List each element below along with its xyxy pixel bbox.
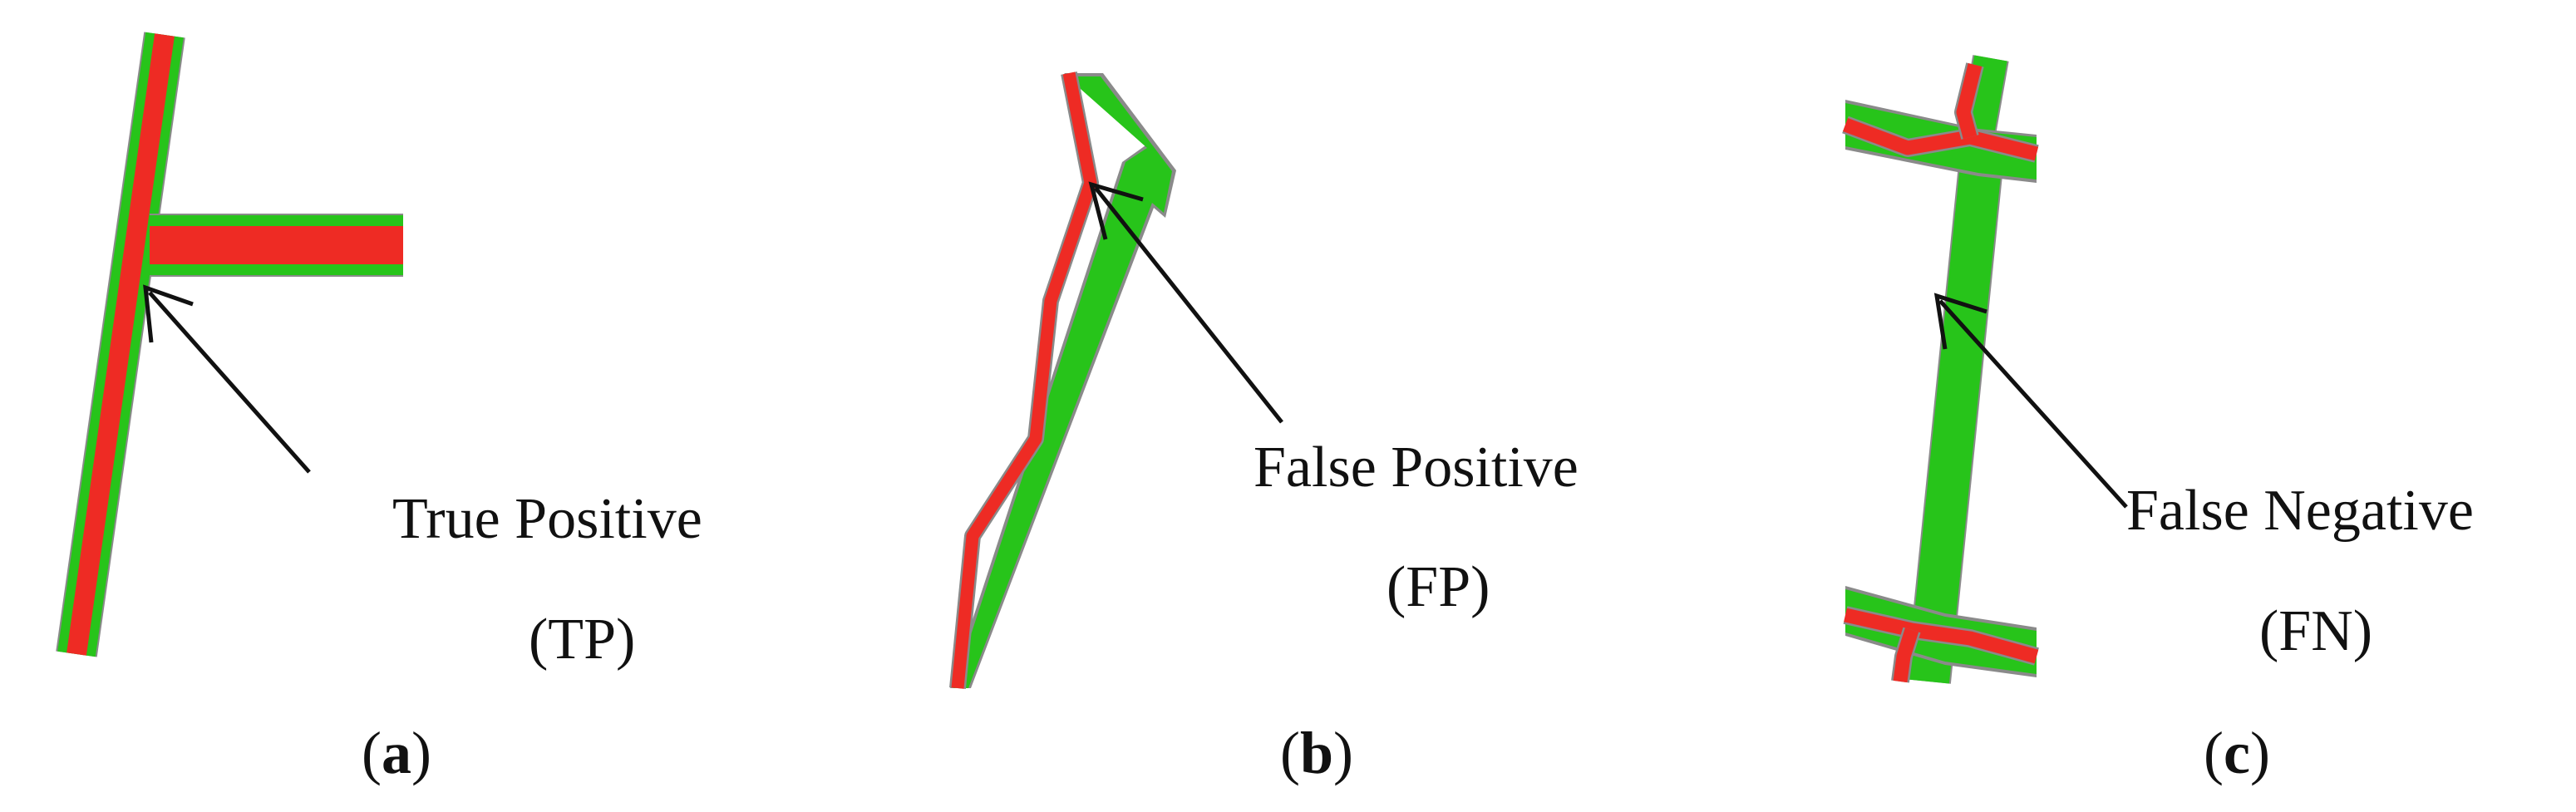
subfigure-label-c: (c) bbox=[2204, 723, 2270, 783]
sub-b-close: ) bbox=[1333, 720, 1354, 786]
arrow-a bbox=[143, 284, 311, 474]
subfigure-label-a: (a) bbox=[362, 723, 431, 783]
true-positive-label: True Positive bbox=[392, 487, 702, 551]
panel-c: False Negative (FN) (c) bbox=[1704, 0, 2576, 812]
panel-a-road-drawing bbox=[56, 32, 403, 657]
sub-c-open: ( bbox=[2204, 720, 2224, 786]
false-negative-abbreviation: (FN) bbox=[2259, 599, 2373, 663]
sub-b-open: ( bbox=[1280, 720, 1300, 786]
false-negative-label: False Negative bbox=[2126, 479, 2474, 543]
reference-road-b bbox=[950, 73, 1176, 688]
sub-a-open: ( bbox=[362, 720, 382, 786]
panel-c-road-drawing bbox=[1842, 55, 2128, 684]
sub-a-close: ) bbox=[411, 720, 431, 786]
sub-c-letter: c bbox=[2223, 720, 2250, 786]
predicted-road-c bbox=[1842, 62, 2039, 683]
false-positive-label: False Positive bbox=[1254, 436, 1579, 500]
subfigure-label-b: (b) bbox=[1280, 723, 1353, 783]
predicted-road-a bbox=[66, 33, 403, 656]
sub-c-close: ) bbox=[2249, 720, 2270, 786]
arrow-b bbox=[1088, 181, 1283, 424]
panel-b-road-drawing bbox=[949, 71, 1283, 689]
predicted-road-b bbox=[949, 71, 1099, 689]
sub-b-letter: b bbox=[1299, 720, 1334, 786]
panel-a: True Positive (TP) (a) bbox=[0, 0, 831, 812]
arrow-c bbox=[1933, 293, 2128, 509]
sub-a-letter: a bbox=[381, 720, 411, 786]
panel-b: False Positive (FP) (b) bbox=[831, 0, 1704, 812]
false-positive-abbreviation: (FP) bbox=[1387, 555, 1490, 619]
true-positive-abbreviation: (TP) bbox=[529, 608, 636, 672]
